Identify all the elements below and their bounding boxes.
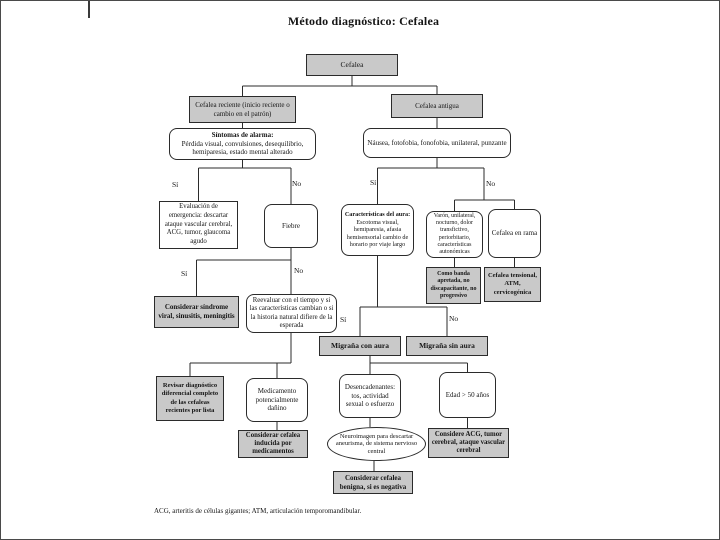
node-caracteristicas-aura-text: Escotoma visual, hemiparesia, afasia hem… bbox=[346, 218, 409, 249]
scan-artifact-mark bbox=[88, 1, 90, 18]
branch-label-fiebre-no: No bbox=[294, 266, 304, 275]
node-sintomas-alarma: Síntomas de alarma: Pérdida visual, conv… bbox=[169, 128, 316, 160]
node-migrana-sin-aura: Migraña sin aura bbox=[406, 336, 488, 356]
branch-label-fiebre-si: Sí bbox=[181, 269, 188, 278]
branch-label-aura-no: No bbox=[449, 314, 459, 323]
node-fiebre: Fiebre bbox=[264, 204, 318, 248]
node-neuroimagen: Neuroimagen para descartar aneurisma, de… bbox=[327, 427, 426, 461]
node-nausea-fotofobia: Náusea, fotofobia, fonofobia, unilateral… bbox=[363, 128, 511, 158]
branch-label-antigua-no: No bbox=[486, 179, 496, 188]
node-varon-unilateral: Varón, unilateral, nocturno, dolor trans… bbox=[426, 211, 483, 258]
branch-label-antigua-si: Sí bbox=[370, 178, 377, 187]
branch-label-alarma-si: Sí bbox=[172, 180, 179, 189]
node-cefalea-benigna: Considerar cefalea benigna, si es negati… bbox=[333, 471, 413, 494]
node-cefalea: Cefalea bbox=[306, 54, 398, 76]
node-sintomas-alarma-text: Pérdida visual, convulsiones, desequilib… bbox=[181, 139, 304, 157]
node-caracteristicas-aura: Características del aura: Escotoma visua… bbox=[341, 204, 414, 256]
node-desencadenantes: Desencadenantes: tos, actividad sexual o… bbox=[339, 374, 401, 418]
abbreviations-footnote: ACG, arteritis de células gigantes; ATM,… bbox=[154, 507, 362, 515]
node-cefalea-reciente: Cefalea reciente (inicio reciente o camb… bbox=[189, 96, 296, 123]
node-reevaluar: Reevaluar con el tiempo y si las caracte… bbox=[246, 294, 337, 333]
node-caracteristicas-aura-header: Características del aura: bbox=[344, 211, 411, 219]
node-cefalea-tensional: Cefalea tensional, ATM, cervicogénica bbox=[484, 267, 541, 302]
node-sintomas-alarma-header: Síntomas de alarma: bbox=[211, 130, 274, 139]
node-cefalea-en-rama: Cefalea en rama bbox=[488, 209, 541, 258]
branch-label-alarma-no: No bbox=[292, 179, 302, 188]
node-migrana-con-aura: Migraña con aura bbox=[319, 336, 401, 356]
node-revisar-diagnostico: Revisar diagnóstico diferencial completo… bbox=[156, 376, 224, 421]
branch-label-aura-si: Sí bbox=[340, 315, 347, 324]
node-sindrome-viral: Considerar síndrome viral, sinusitis, me… bbox=[154, 296, 239, 328]
node-como-banda: Como banda apretada, no discapacitante, … bbox=[426, 267, 481, 304]
page-title: Método diagnóstico: Cefalea bbox=[287, 14, 440, 28]
node-edad-50: Edad > 50 años bbox=[439, 372, 496, 418]
node-medicamento-danino: Medicamento potencialmente dañino bbox=[246, 378, 308, 422]
node-considere-acg: Considere ACG, tumor cerebral, ataque va… bbox=[428, 428, 509, 458]
node-evaluacion-emergencia: Evaluación de emergencia: descartar ataq… bbox=[159, 201, 238, 249]
node-cefalea-inducida: Considerar cefalea inducida por medicame… bbox=[238, 430, 308, 458]
node-cefalea-antigua: Cefalea antigua bbox=[391, 94, 483, 118]
